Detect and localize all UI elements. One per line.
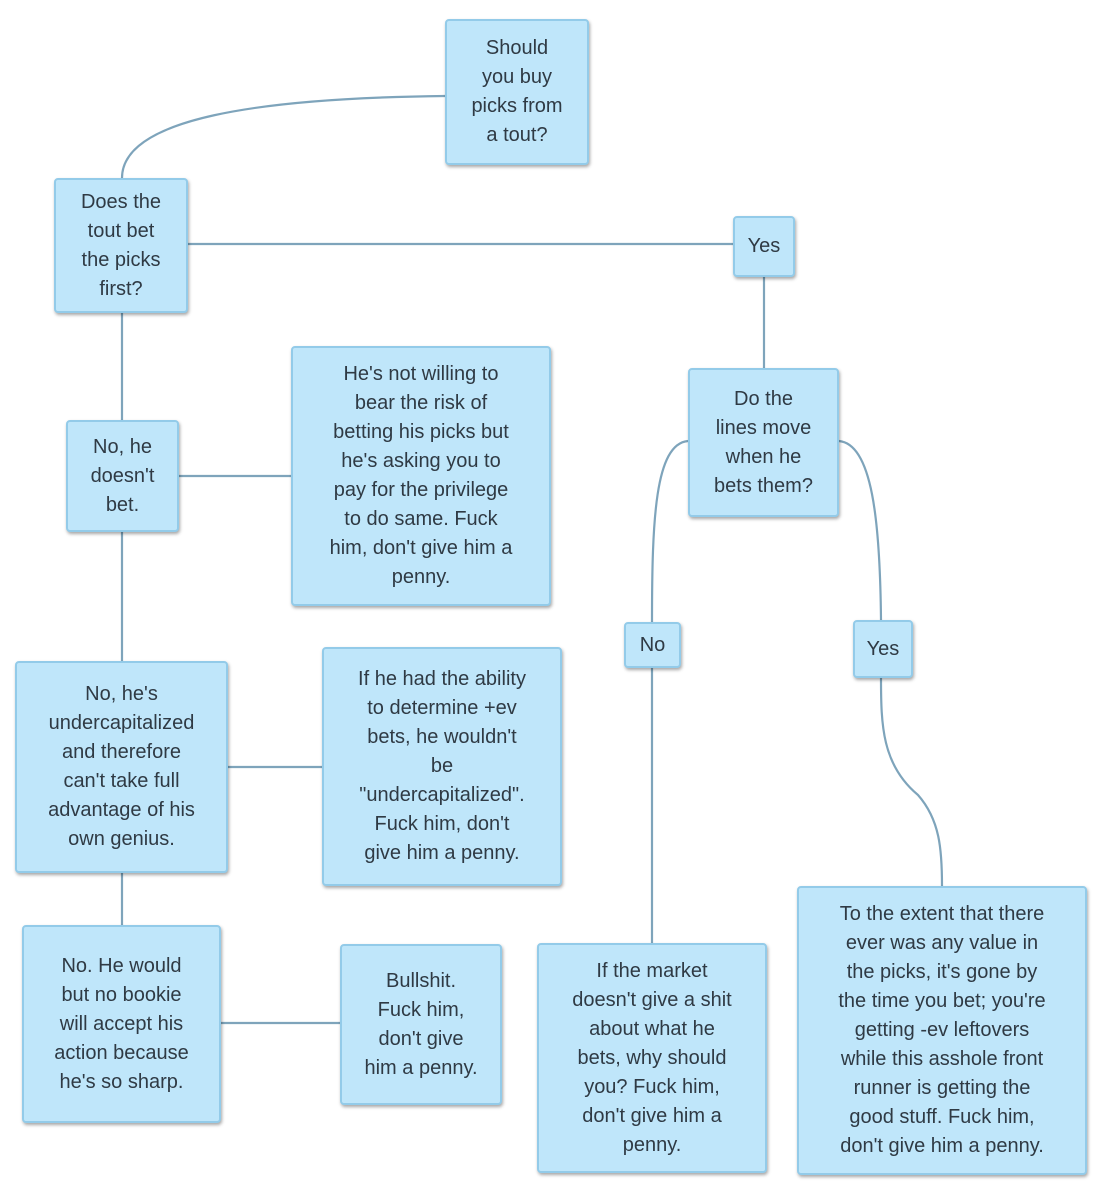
node-market-doesnt-care: If the market doesn't give a shit about … — [537, 943, 767, 1173]
node-yes-label: Yes — [853, 620, 913, 678]
connector-lines-move-to-no — [650, 439, 689, 623]
connector-yes-to-value-gone — [879, 677, 944, 887]
node-undercapitalized: No, he's undercapitalized and therefore … — [15, 661, 228, 873]
node-value-gone: To the extent that there ever was any va… — [797, 886, 1087, 1175]
connector-lines-move-to-yes — [838, 439, 883, 621]
node-no-bookie-accepts: No. He would but no bookie will accept h… — [22, 925, 221, 1123]
node-no-doesnt-bet: No, he doesn't bet. — [66, 420, 179, 532]
node-do-lines-move: Do the lines move when he bets them? — [688, 368, 839, 517]
connector-root-to-bet-first — [120, 94, 446, 179]
node-not-willing-risk: He's not willing to bear the risk of bet… — [291, 346, 551, 606]
node-yes-top: Yes — [733, 216, 795, 277]
node-root-question: Should you buy picks from a tout? — [445, 19, 589, 165]
node-if-ability-plus-ev: If he had the ability to determine +ev b… — [322, 647, 562, 886]
node-bullshit: Bullshit. Fuck him, don't give him a pen… — [340, 944, 502, 1105]
node-no-label: No — [624, 622, 681, 668]
node-does-tout-bet-first: Does the tout bet the picks first? — [54, 178, 188, 313]
